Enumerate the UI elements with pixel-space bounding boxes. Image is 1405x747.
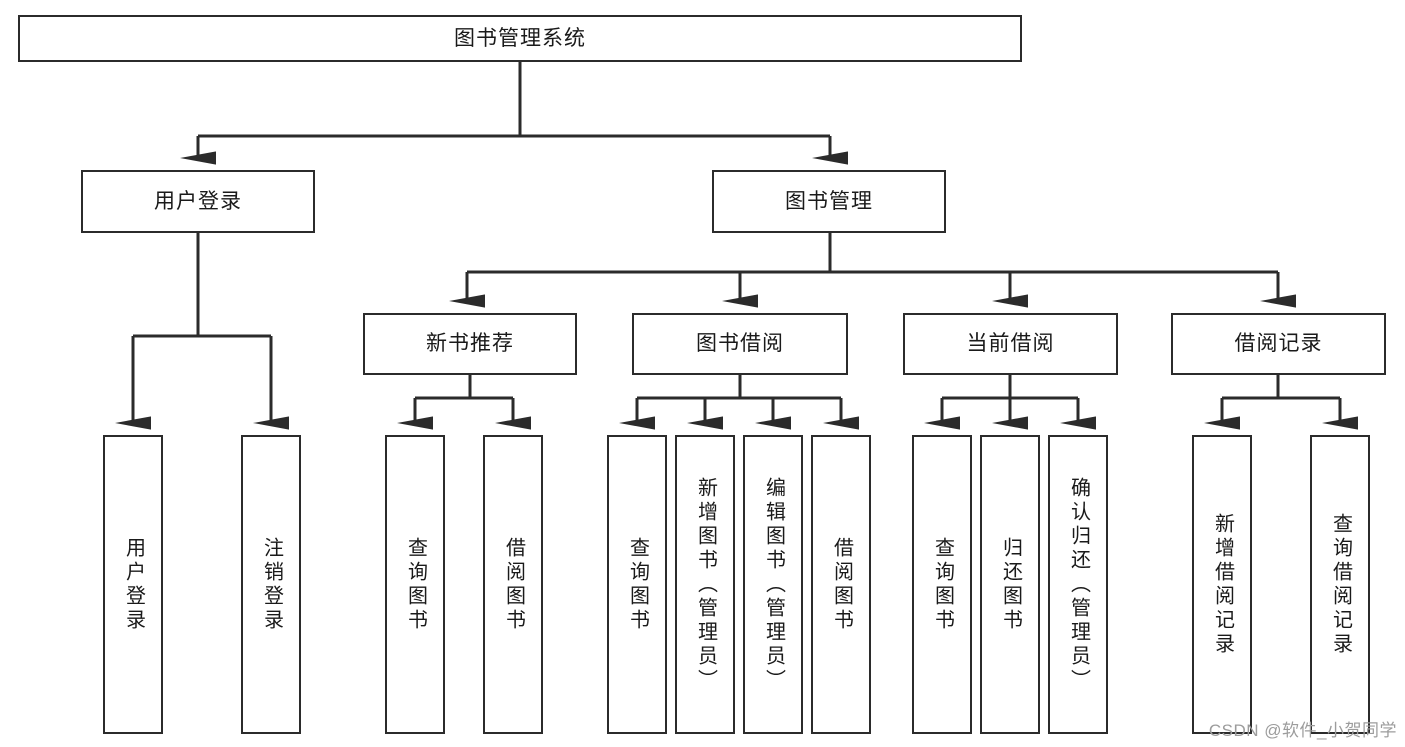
- node-leaf-user-logout-label: 注销登录: [260, 536, 283, 633]
- node-book-borrow[interactable]: 图书借阅: [632, 313, 848, 375]
- node-leaf-add-book-label: 新增图书（管理员）: [694, 476, 717, 693]
- node-book-borrow-label: 图书借阅: [696, 332, 784, 356]
- node-leaf-query-book-3-label: 查询图书: [931, 536, 954, 633]
- node-new-book-rec-label: 新书推荐: [426, 332, 514, 356]
- node-leaf-add-record-label: 新增借阅记录: [1211, 512, 1234, 657]
- node-leaf-borrow-book-1-label: 借阅图书: [502, 536, 525, 633]
- node-root-label: 图书管理系统: [454, 26, 586, 50]
- node-leaf-user-login[interactable]: 用户登录: [103, 435, 163, 734]
- node-book-manage[interactable]: 图书管理: [712, 170, 946, 233]
- node-leaf-return-book[interactable]: 归还图书: [980, 435, 1040, 734]
- node-borrow-record[interactable]: 借阅记录: [1171, 313, 1386, 375]
- node-leaf-add-record[interactable]: 新增借阅记录: [1192, 435, 1252, 734]
- node-current-borrow-label: 当前借阅: [966, 332, 1055, 356]
- node-leaf-query-book-2[interactable]: 查询图书: [607, 435, 667, 734]
- node-leaf-borrow-book-1[interactable]: 借阅图书: [483, 435, 543, 734]
- node-leaf-return-book-label: 归还图书: [999, 536, 1022, 633]
- node-leaf-query-record[interactable]: 查询借阅记录: [1310, 435, 1370, 734]
- node-leaf-confirm-return[interactable]: 确认归还（管理员）: [1048, 435, 1108, 734]
- node-book-manage-label: 图书管理: [785, 189, 873, 213]
- node-leaf-query-book-2-label: 查询图书: [626, 536, 649, 633]
- node-leaf-edit-book-label: 编辑图书（管理员）: [762, 476, 785, 693]
- node-leaf-query-book-3[interactable]: 查询图书: [912, 435, 972, 734]
- node-leaf-query-record-label: 查询借阅记录: [1329, 512, 1352, 657]
- node-leaf-query-book-1[interactable]: 查询图书: [385, 435, 445, 734]
- node-root[interactable]: 图书管理系统: [18, 15, 1022, 62]
- node-borrow-record-label: 借阅记录: [1234, 332, 1323, 356]
- node-leaf-confirm-return-label: 确认归还（管理员）: [1067, 476, 1090, 693]
- node-user-login[interactable]: 用户登录: [81, 170, 315, 233]
- node-user-login-label: 用户登录: [154, 189, 242, 213]
- node-current-borrow[interactable]: 当前借阅: [903, 313, 1118, 375]
- node-leaf-edit-book[interactable]: 编辑图书（管理员）: [743, 435, 803, 734]
- node-leaf-borrow-book-2[interactable]: 借阅图书: [811, 435, 871, 734]
- node-leaf-add-book[interactable]: 新增图书（管理员）: [675, 435, 735, 734]
- node-leaf-user-logout[interactable]: 注销登录: [241, 435, 301, 734]
- watermark-text: CSDN @软件_小贺同学: [1208, 721, 1397, 740]
- node-leaf-user-login-label: 用户登录: [122, 536, 145, 633]
- node-new-book-rec[interactable]: 新书推荐: [363, 313, 577, 375]
- node-leaf-query-book-1-label: 查询图书: [404, 536, 427, 633]
- node-leaf-borrow-book-2-label: 借阅图书: [830, 536, 853, 633]
